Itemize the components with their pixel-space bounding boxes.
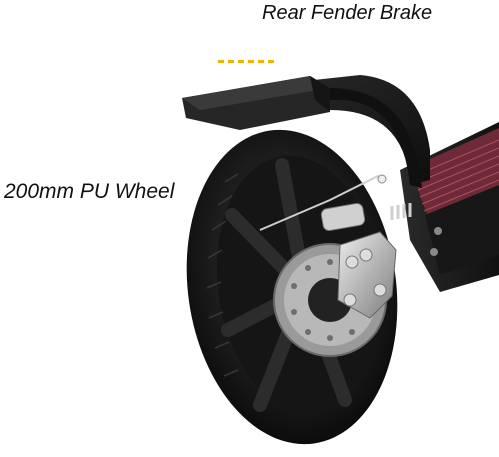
rear-fender xyxy=(182,75,430,188)
pointer-dashes-icon xyxy=(218,60,274,63)
wheel-size-label: 200mm PU Wheel xyxy=(4,180,175,203)
fender-brake-label: Rear Fender Brake xyxy=(262,2,433,24)
brake-assembly xyxy=(259,174,412,319)
